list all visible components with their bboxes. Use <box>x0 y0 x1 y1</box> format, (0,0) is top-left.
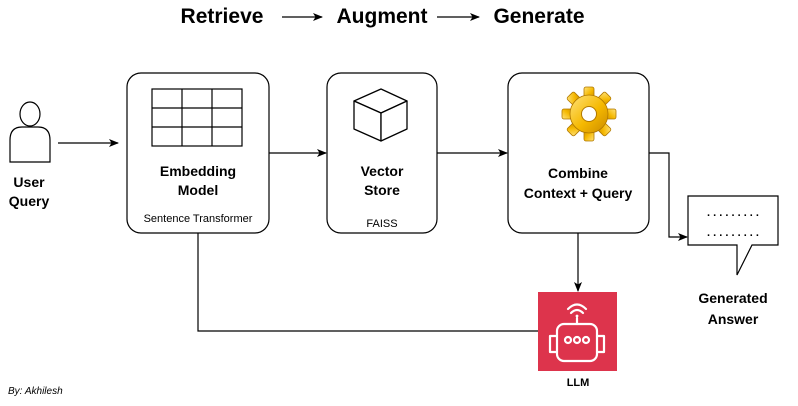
robot-icon <box>548 303 606 363</box>
user-query-label-line1: User <box>13 174 45 190</box>
title-retrieve: Retrieve <box>181 5 264 28</box>
vector-store-subtitle: FAISS <box>366 218 397 230</box>
user-icon <box>9 101 51 163</box>
embedding-model-subtitle: Sentence Transformer <box>144 213 253 225</box>
pipeline-title: Retrieve Augment Generate <box>181 5 585 28</box>
user-query-node: User Query <box>9 101 51 209</box>
generated-answer-label-line2: Answer <box>708 311 759 327</box>
generated-answer-node: . . . . . . . . . . . . . . . . . . Gene… <box>687 195 779 327</box>
title-augment: Augment <box>337 5 428 28</box>
combine-label-line2: Context + Query <box>524 185 633 201</box>
vector-store-node: Vector Store FAISS <box>326 72 438 234</box>
generated-answer-label-line1: Generated <box>698 290 767 306</box>
cube-icon <box>353 88 408 142</box>
embedding-model-label-line2: Model <box>178 182 218 198</box>
vector-store-label-line2: Store <box>364 182 400 198</box>
vector-store-label-line1: Vector <box>361 163 404 179</box>
table-grid-icon <box>151 88 243 147</box>
llm-node: LLM <box>538 292 617 389</box>
embedding-model-label-line1: Embedding <box>160 163 236 179</box>
author-credit: By: Akhilesh <box>8 386 63 397</box>
combine-label-line1: Combine <box>548 165 608 181</box>
user-query-label-line2: Query <box>9 193 50 209</box>
speech-bubble-icon <box>687 195 779 276</box>
embedding-model-box <box>126 72 270 234</box>
embedding-model-node: Embedding Model Sentence Transformer <box>126 72 270 234</box>
combine-node: Combine Context + Query <box>507 72 650 234</box>
llm-label: LLM <box>567 377 590 389</box>
title-generate: Generate <box>493 5 584 28</box>
answer-bubble-dots-2: . . . . . . . . . <box>707 227 759 239</box>
connector-embedding-to-llm <box>197 233 538 332</box>
arrow-combine-to-answer <box>649 152 688 241</box>
gear-icon <box>561 86 617 142</box>
answer-bubble-dots-1: . . . . . . . . . <box>707 207 759 219</box>
